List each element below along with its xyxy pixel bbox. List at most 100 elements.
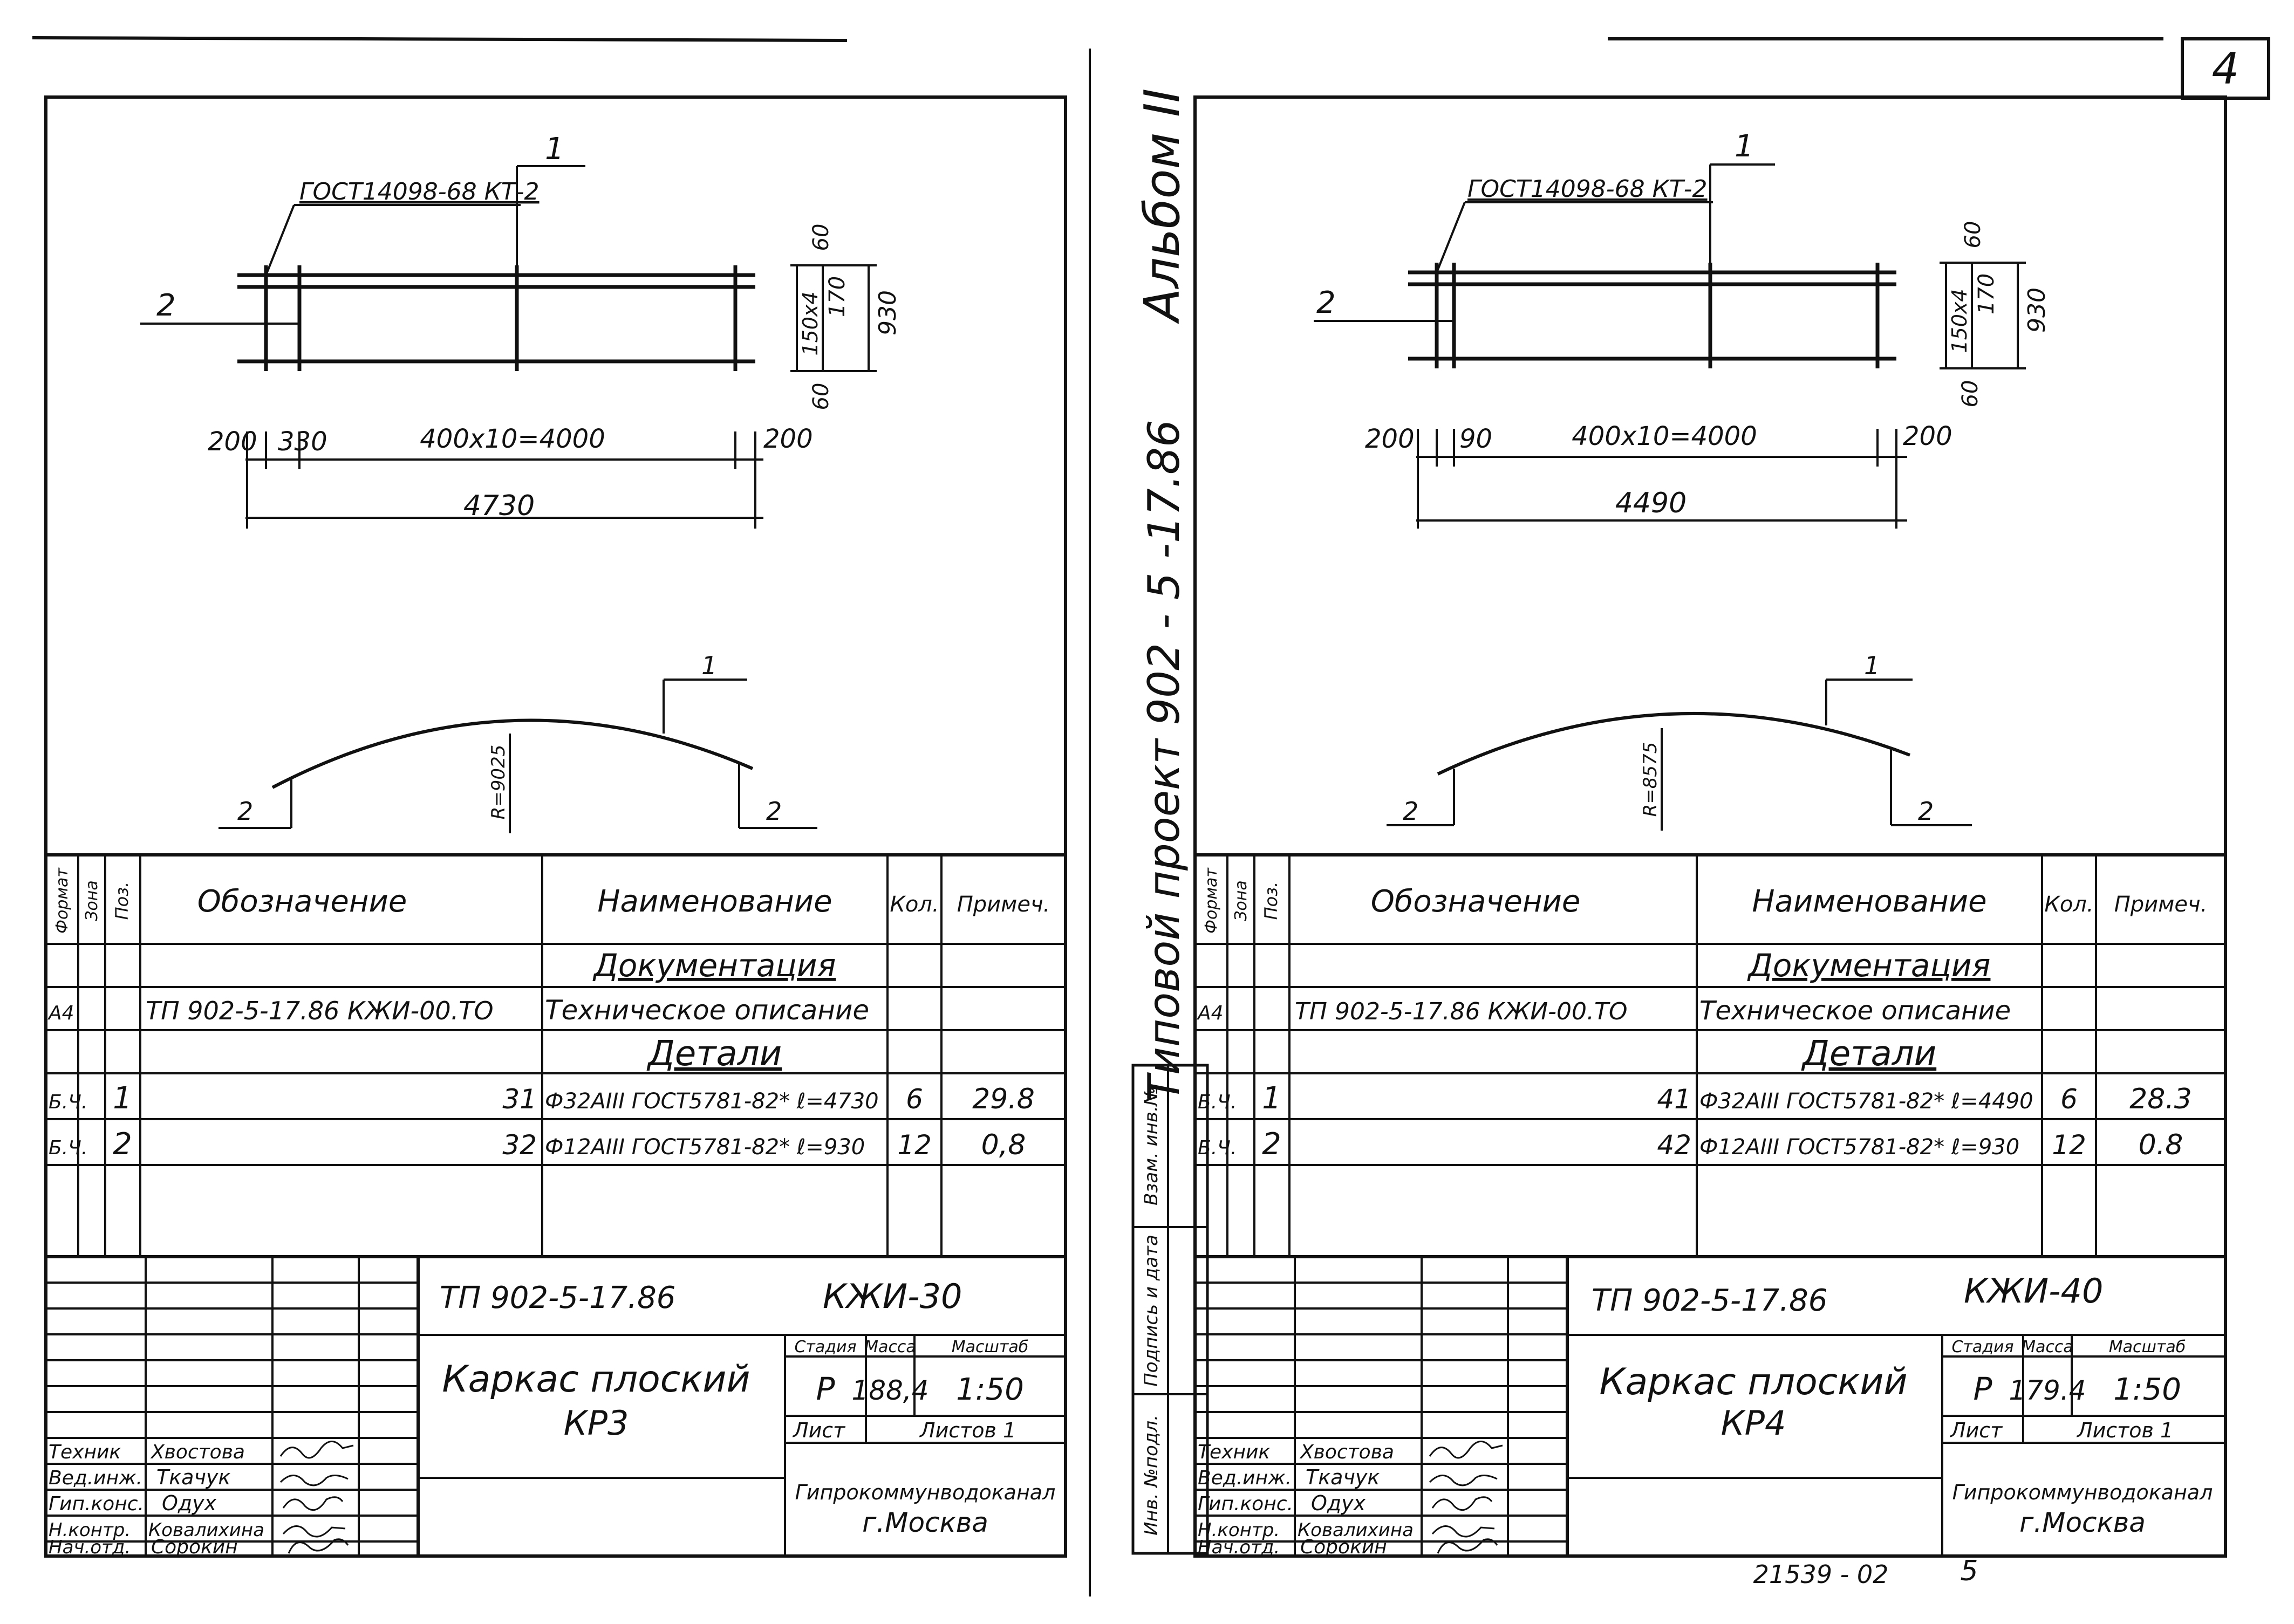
- stage-label: Стадия: [794, 1338, 856, 1356]
- row2-format: Б.Ч.: [49, 1137, 87, 1159]
- row2-qty: 12: [2052, 1129, 2086, 1161]
- arc-leader-2-left-label: 2: [237, 797, 253, 826]
- sheet-label: Лист: [1949, 1419, 2003, 1442]
- row2-note: 0.8: [2139, 1129, 2183, 1161]
- name-5: Сорокин: [151, 1536, 238, 1558]
- row1-qty: 6: [2060, 1084, 2078, 1115]
- col-format: Формат: [53, 867, 72, 934]
- name-2: Ткачук: [1306, 1465, 1380, 1489]
- signature-4: [1431, 1525, 1495, 1538]
- name-1: Хвостова: [150, 1441, 245, 1463]
- name-4: Ковалихина: [1298, 1519, 1414, 1541]
- top-rule-left: [32, 36, 848, 42]
- signature-2: [279, 1475, 349, 1486]
- bottom-code: 21539 - 02: [1753, 1560, 1889, 1589]
- drawing-mark: КЖИ-30: [823, 1277, 962, 1316]
- stage-label: Стадия: [1951, 1338, 2013, 1356]
- role-5: Нач.отд.: [1198, 1537, 1280, 1558]
- dim-height: 170: [825, 276, 850, 317]
- stage-value: Р: [816, 1371, 835, 1407]
- col-designation: Обозначение: [197, 884, 407, 919]
- leader-1-label: 1: [545, 132, 564, 167]
- row2-name: Ф12АIII ГОСТ5781-82* ℓ=930: [1699, 1135, 2019, 1160]
- dim-length: 4490: [1615, 487, 1687, 519]
- sheet-label: Лист: [792, 1419, 846, 1442]
- sheets-label: Листов 1: [919, 1419, 1016, 1442]
- organization-name: Гипрокоммунводоканал: [1952, 1481, 2213, 1504]
- col-designation: Обозначение: [1371, 884, 1581, 919]
- role-3: Гип.конс.: [49, 1493, 144, 1515]
- col-note: Примеч.: [2114, 892, 2208, 917]
- arc-leader-2-left-label: 2: [1403, 797, 1418, 826]
- table-row: Б.Ч. 1 41 Ф32АIII ГОСТ5781-82* ℓ=4490 6 …: [1198, 1081, 2192, 1116]
- dim-bottom: 60: [809, 383, 834, 410]
- role-1: Техник: [1198, 1441, 1270, 1463]
- dim-right: 200: [1903, 421, 1952, 451]
- row2-pos: 2: [1262, 1127, 1281, 1162]
- arc-leader-2-right-label: 2: [766, 797, 782, 826]
- table-row: Б.Ч. 2 32 Ф12АIII ГОСТ5781-82* ℓ=930 12 …: [49, 1127, 1026, 1162]
- scale-value: 1:50: [956, 1372, 1024, 1407]
- frame-plan-view: ГОСТ14098-68 КТ-2 1 2 60 150х4 170 930 6…: [140, 132, 902, 529]
- signature-1: [1429, 1441, 1503, 1459]
- dim-top: 60: [1961, 221, 1985, 249]
- mass-label: Масса: [2022, 1338, 2073, 1356]
- dim-mid: 150х4: [798, 291, 822, 355]
- row1-pos: 1: [1262, 1081, 1281, 1116]
- page-number: 4: [2212, 44, 2240, 94]
- row1-qty: 6: [906, 1084, 923, 1115]
- scale-value: 1:50: [2113, 1372, 2181, 1407]
- col-note: Примеч.: [957, 892, 1050, 917]
- dim-first: 330: [278, 427, 327, 457]
- dim-height: 170: [1974, 273, 1999, 314]
- signature-2: [1429, 1475, 1498, 1486]
- name-4: Ковалихина: [148, 1519, 264, 1541]
- col-zone: Зона: [83, 880, 101, 921]
- dim-first: 90: [1459, 424, 1492, 454]
- row1-name: Ф32АIII ГОСТ5781-82* ℓ=4730: [545, 1089, 879, 1114]
- row2-name: Ф12АIII ГОСТ5781-82* ℓ=930: [545, 1135, 865, 1160]
- row1-note: 29.8: [972, 1083, 1035, 1115]
- name-5: Сорокин: [1300, 1536, 1387, 1558]
- row1-format: Б.Ч.: [1198, 1091, 1237, 1113]
- dim-bottom: 60: [1958, 380, 1983, 408]
- row1-designation: 31: [502, 1084, 537, 1115]
- stamp-signature-date: Подпись и дата: [1141, 1235, 1162, 1387]
- drawing-subtitle: КР3: [564, 1403, 629, 1443]
- drawing-title: Каркас плоский: [1599, 1361, 1907, 1403]
- album-label: Альбом II: [1134, 88, 1191, 324]
- dim-top: 60: [809, 224, 834, 251]
- stamp-replacement-inv: Взам. инв.№: [1141, 1087, 1162, 1205]
- radius-label: R=8575: [1640, 742, 1661, 817]
- organization-name: Гипрокоммунводоканал: [795, 1481, 1056, 1504]
- row1-designation: 41: [1657, 1084, 1691, 1115]
- arc-leader-1-label: 1: [701, 651, 717, 680]
- frame-arc-view: 1 2 2 R=9025: [219, 651, 817, 833]
- role-4: Н.контр.: [1198, 1519, 1280, 1541]
- col-name: Наименование: [1752, 884, 1986, 919]
- table-row: Б.Ч. 2 42 Ф12АIII ГОСТ5781-82* ℓ=930 12 …: [1198, 1127, 2183, 1162]
- doc-row-name: Техническое описание: [545, 995, 869, 1026]
- mass-label: Масса: [864, 1338, 916, 1356]
- dim-left: 200: [208, 427, 257, 457]
- scale-label: Масштаб: [2109, 1338, 2186, 1356]
- stamp-inv-no: Инв. №подл.: [1141, 1415, 1162, 1536]
- arc-leader-2-right-label: 2: [1918, 797, 1934, 826]
- doc-row-name: Техническое описание: [1699, 996, 2011, 1026]
- signature-4: [282, 1525, 346, 1538]
- col-pos: Поз.: [112, 882, 132, 920]
- dim-mid: 150х4: [1948, 289, 1971, 353]
- doc-row-designation: ТП 902-5-17.86 КЖИ-00.ТО: [146, 996, 494, 1025]
- dim-right: 200: [763, 424, 813, 454]
- frame-plan-view: ГОСТ14098-68 КТ-2 1 2 60 150х4 170 930 6…: [1314, 129, 2051, 529]
- signature-1: [279, 1441, 354, 1459]
- mass-value: 188,4: [851, 1375, 928, 1406]
- sheet-frame: [44, 95, 1067, 1558]
- leader-2-label: 2: [1316, 285, 1336, 320]
- section-documentation: Документация: [1747, 947, 1991, 984]
- doc-row-format: А4: [47, 1002, 74, 1024]
- dim-total: 930: [2023, 287, 2051, 333]
- col-qty: Кол.: [890, 892, 939, 917]
- bottom-sheet-number: 5: [1960, 1555, 1978, 1587]
